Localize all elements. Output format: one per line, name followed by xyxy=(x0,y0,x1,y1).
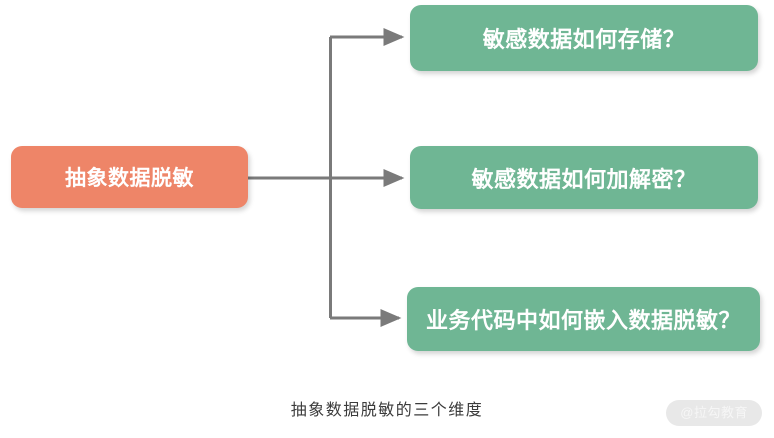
node-branch-3-label: 业务代码中如何嵌入数据脱敏？ xyxy=(425,308,741,333)
node-root: 抽象数据脱敏 xyxy=(11,146,248,208)
diagram-caption: 抽象数据脱敏的三个维度 xyxy=(290,402,484,419)
watermark-badge: @拉勾教育 xyxy=(666,400,762,426)
node-branch-3: 业务代码中如何嵌入数据脱敏？ xyxy=(407,287,760,351)
node-branch-2: 敏感数据如何加解密？ xyxy=(410,146,758,209)
node-root-label: 抽象数据脱敏 xyxy=(65,167,194,190)
node-branch-1: 敏感数据如何存储？ xyxy=(410,5,758,71)
node-branch-1-label: 敏感数据如何存储？ xyxy=(482,27,686,52)
node-branch-2-label: 敏感数据如何加解密？ xyxy=(471,166,697,192)
